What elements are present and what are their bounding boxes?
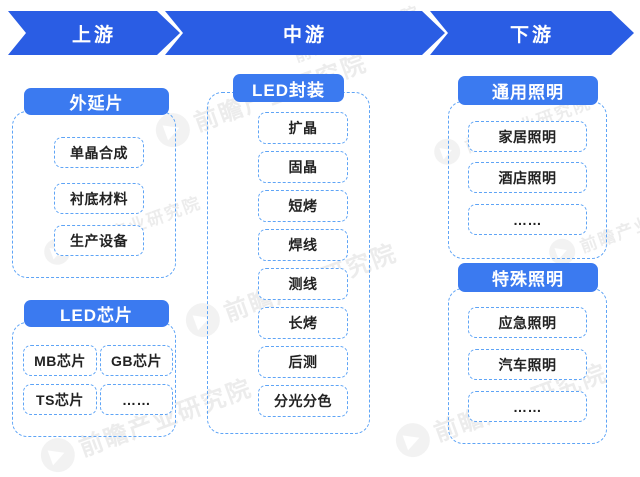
group-title: LED芯片 (60, 306, 133, 325)
group-header-led-packaging: LED封装 (233, 74, 344, 102)
node-spectral-sorting: 分光分色 (258, 385, 348, 417)
node-label: 短烤 (288, 198, 318, 214)
qianzhan-logo-icon (35, 432, 80, 477)
node-label: 固晶 (288, 159, 318, 175)
group-header-led-chip: LED芯片 (24, 300, 169, 327)
stage-label: 中游 (282, 24, 327, 46)
node-single-crystal-synthesis: 单晶合成 (54, 137, 144, 168)
group-header-special-lighting: 特殊照明 (458, 263, 598, 292)
node-home-lighting: 家居照明 (468, 121, 587, 152)
node-hotel-lighting: 酒店照明 (468, 162, 587, 193)
group-title: 特殊照明 (492, 270, 564, 289)
node-label: 汽车照明 (498, 356, 557, 373)
node-label: 测线 (288, 276, 318, 292)
stage-segment-midstream: 中游 (165, 11, 445, 55)
node-wire-bonding: 焊线 (258, 229, 348, 261)
node-label: 生产设备 (70, 232, 128, 249)
node-label: 分光分色 (274, 393, 332, 409)
node-ts-chip: TS芯片 (23, 384, 97, 415)
node-label: 焊线 (288, 237, 318, 253)
node-label: 酒店照明 (498, 169, 557, 186)
node-general-lighting-ellipsis: …… (468, 204, 587, 235)
node-die-bonding: 固晶 (258, 151, 348, 183)
group-header-epitaxial-wafer: 外延片 (24, 88, 169, 115)
node-production-equipment: 生产设备 (54, 225, 144, 256)
node-crystal-expansion: 扩晶 (258, 112, 348, 144)
node-label: 长烤 (288, 315, 318, 331)
node-label: TS芯片 (36, 391, 84, 408)
node-label: GB芯片 (111, 352, 162, 369)
node-emergency-lighting: 应急照明 (468, 307, 587, 338)
node-label: 家居照明 (498, 128, 557, 145)
node-chip-ellipsis: …… (100, 384, 173, 415)
node-mb-chip: MB芯片 (23, 345, 97, 376)
node-label: …… (513, 398, 542, 415)
node-long-bake: 长烤 (258, 307, 348, 339)
group-container-led-chip (12, 322, 176, 437)
node-label: 后测 (288, 354, 318, 370)
group-title: 通用照明 (492, 83, 564, 102)
node-label: MB芯片 (34, 352, 86, 369)
stage-segment-downstream: 下游 (430, 11, 634, 55)
node-label: 衬底材料 (70, 190, 128, 207)
stage-label: 上游 (71, 24, 116, 46)
node-gb-chip: GB芯片 (100, 345, 173, 376)
node-label: 扩晶 (288, 120, 318, 136)
qianzhan-logo-icon (390, 417, 435, 462)
node-label: …… (122, 391, 151, 408)
node-post-test: 后测 (258, 346, 348, 378)
group-title: LED封装 (252, 80, 325, 100)
industry-chain-diagram: 前瞻产业研究院 前瞻产业研究院 前瞻产业研究院 前瞻产业研究院 前瞻产业研究院 … (0, 0, 640, 452)
node-wire-testing: 测线 (258, 268, 348, 300)
stage-banner: 上游 中游 下游 (8, 11, 634, 55)
group-header-general-lighting: 通用照明 (458, 76, 598, 105)
node-label: 单晶合成 (70, 144, 128, 161)
node-substrate-materials: 衬底材料 (54, 183, 144, 214)
node-short-bake: 短烤 (258, 190, 348, 222)
node-special-lighting-ellipsis: …… (468, 391, 587, 422)
node-label: …… (513, 211, 542, 228)
stage-label: 下游 (509, 24, 554, 46)
node-label: 应急照明 (498, 314, 557, 331)
stage-segment-upstream: 上游 (8, 11, 180, 55)
node-automotive-lighting: 汽车照明 (468, 349, 587, 380)
group-title: 外延片 (69, 94, 124, 113)
